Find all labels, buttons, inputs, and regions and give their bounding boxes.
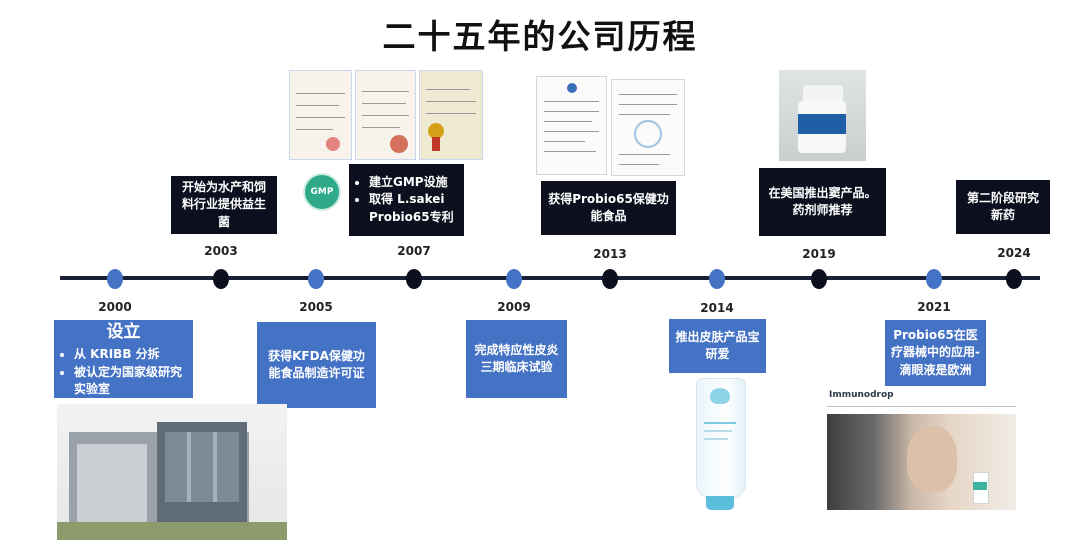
certificate-image (611, 79, 685, 176)
timeline-dot-2007 (406, 269, 422, 289)
year-label-2009: 2009 (497, 300, 531, 314)
certificate-image (289, 70, 352, 160)
timeline-dot-2024 (1006, 269, 1022, 289)
year-label-2021: 2021 (917, 300, 951, 314)
milestone-list: 从 KRIBB 分拆 被认定为国家级研究实验室 (60, 346, 187, 398)
year-label-2013: 2013 (593, 247, 627, 261)
timeline-dot-2005 (308, 269, 324, 289)
milestone-box-2019: 在美国推出窦产品。药剂师推荐 (759, 168, 886, 236)
milestone-text: 开始为水产和饲料行业提供益生菌 (181, 179, 266, 229)
milestone-item: 取得 L.sakei Probio65专利 (369, 191, 458, 226)
year-label-2005: 2005 (299, 300, 333, 314)
year-label-2024: 2024 (997, 246, 1031, 260)
year-label-2019: 2019 (802, 247, 836, 261)
milestone-item: 被认定为国家级研究实验室 (74, 364, 187, 399)
milestone-box-2000: 设立 从 KRIBB 分拆 被认定为国家级研究实验室 (54, 320, 193, 398)
page-title: 二十五年的公司历程 (382, 17, 698, 56)
milestone-text: Probio65在医疗器械中的应用-滴眼液是欧洲 (891, 327, 980, 377)
skin-cream-tube-image (690, 378, 750, 512)
certificate-image (419, 70, 483, 160)
milestone-box-2003: 开始为水产和饲料行业提供益生菌 (171, 176, 277, 234)
milestone-box-2009: 完成特应性皮炎三期临床试验 (466, 320, 567, 398)
immunodrop-label: Immunodrop (829, 390, 894, 400)
gmp-badge-icon: GMP (303, 173, 341, 211)
timeline-dot-2003 (213, 269, 229, 289)
milestone-box-2021: Probio65在医疗器械中的应用-滴眼液是欧洲 (885, 320, 986, 386)
milestone-item: 从 KRIBB 分拆 (74, 346, 187, 363)
year-label-2000: 2000 (98, 300, 132, 314)
milestone-text: 第二阶段研究新药 (966, 190, 1039, 222)
milestone-text: 在美国推出窦产品。药剂师推荐 (768, 185, 877, 217)
milestone-box-2007: 建立GMP设施 取得 L.sakei Probio65专利 (349, 164, 464, 236)
milestone-heading: 设立 (106, 321, 141, 342)
milestone-list: 建立GMP设施 取得 L.sakei Probio65专利 (355, 174, 458, 226)
milestone-box-2005: 获得KFDA保健功能食品制造许可证 (257, 322, 376, 408)
milestone-text: 获得Probio65保健功能食品 (548, 191, 669, 223)
milestone-text: 推出皮肤产品宝研爱 (675, 329, 760, 361)
milestone-text: 完成特应性皮炎三期临床试验 (474, 342, 559, 374)
product-bottle-image (779, 70, 866, 161)
immunodrop-image: Immunodrop (827, 388, 1016, 516)
milestone-item: 建立GMP设施 (369, 174, 458, 191)
milestone-box-2013: 获得Probio65保健功能食品 (541, 181, 676, 235)
certificate-image (355, 70, 416, 160)
year-label-2007: 2007 (397, 244, 431, 258)
timeline-dot-2000 (107, 269, 123, 289)
milestone-box-2024: 第二阶段研究新药 (956, 180, 1050, 234)
year-label-2014: 2014 (700, 301, 734, 315)
timeline-dot-2009 (506, 269, 522, 289)
timeline-dot-2013 (602, 269, 618, 289)
timeline-dot-2019 (811, 269, 827, 289)
timeline-dot-2014 (709, 269, 725, 289)
timeline-dot-2021 (926, 269, 942, 289)
building-image (57, 404, 287, 540)
milestone-box-2014: 推出皮肤产品宝研爱 (669, 319, 766, 373)
timeline-axis (60, 276, 1040, 280)
year-label-2003: 2003 (204, 244, 238, 258)
certificate-image (536, 76, 607, 175)
milestone-text: 获得KFDA保健功能食品制造许可证 (268, 348, 365, 380)
